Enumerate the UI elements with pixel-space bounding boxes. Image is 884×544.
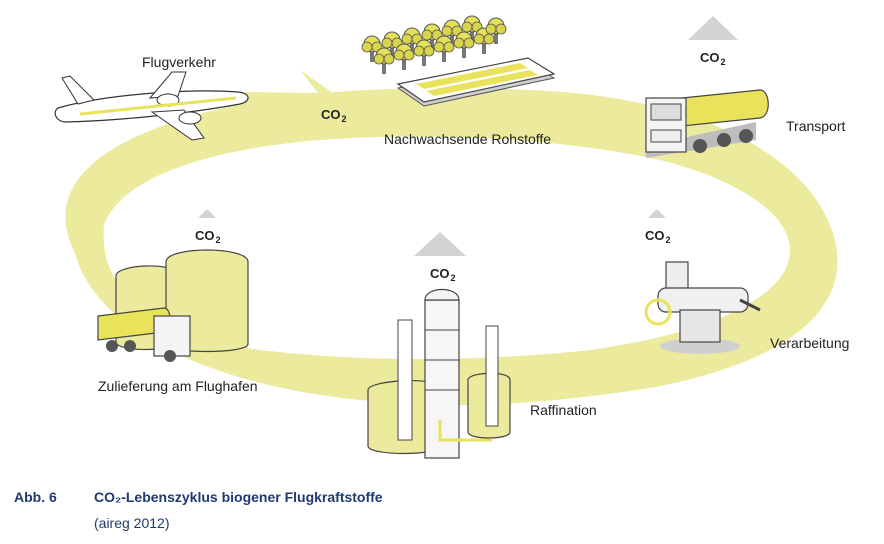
figure-number: Abb. 6: [14, 489, 57, 505]
co2-label-delivery: CO2: [195, 228, 221, 245]
co2-emission-indicators: [198, 16, 738, 256]
cycle-ring: [65, 70, 838, 406]
co2-label-flight: CO2: [321, 107, 347, 124]
label-feedstock: Nachwachsende Rohstoffe: [384, 131, 552, 147]
label-delivery: Zulieferung am Flughafen: [98, 378, 258, 394]
refinery-icon: [367, 288, 511, 459]
airport-storage-icon: [97, 249, 249, 362]
label-refining: Raffination: [530, 402, 597, 418]
co2-label-refining: CO2: [430, 266, 456, 283]
airplane-icon: [54, 71, 249, 141]
feedstock-field-icon: [361, 15, 556, 107]
tanker-truck-icon: [645, 89, 769, 158]
figure-title: CO₂-Lebenszyklus biogener Flugkraftstoff…: [94, 489, 383, 505]
co2-label-transport: CO2: [700, 50, 726, 67]
oil-press-icon: [644, 261, 761, 354]
label-transport: Transport: [786, 118, 846, 134]
co2-label-processing: CO2: [645, 228, 671, 245]
label-processing: Verarbeitung: [770, 335, 850, 351]
figure-source: (aireg 2012): [94, 515, 170, 531]
label-flight: Flugverkehr: [142, 54, 216, 70]
